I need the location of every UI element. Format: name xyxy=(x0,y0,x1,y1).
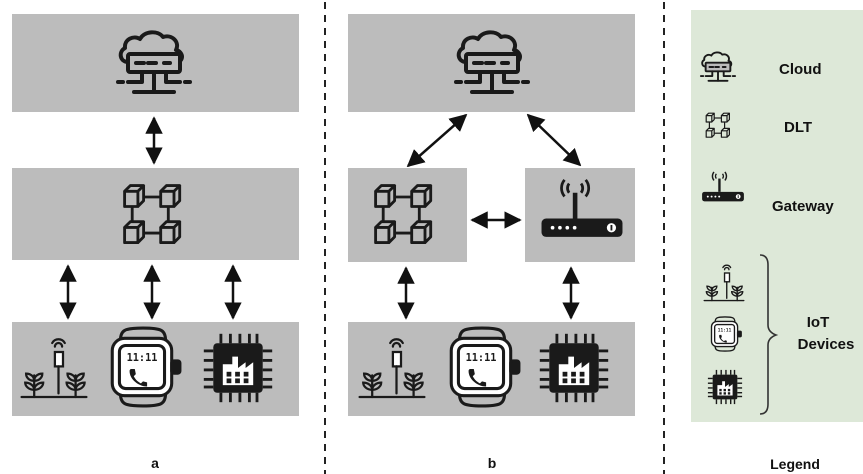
legend: Cloud DLT Gateway IoT Devices Legend xyxy=(691,10,863,472)
gateway-box xyxy=(525,168,635,262)
legend-caption: Legend xyxy=(770,456,820,472)
panel-a: a xyxy=(12,14,299,471)
dlt-layer-box xyxy=(12,168,299,260)
legend-label-devices: Devices xyxy=(798,336,855,353)
panel-b-caption: b xyxy=(488,455,497,471)
arrow-cloud-gateway xyxy=(526,113,582,167)
legend-label-iot: IoT xyxy=(807,314,830,331)
panel-b: b xyxy=(348,14,635,471)
panel-a-caption: a xyxy=(151,455,159,471)
legend-box xyxy=(691,10,863,422)
legend-label-cloud: Cloud xyxy=(779,61,822,78)
iot-brace xyxy=(759,254,779,415)
legend-label-dlt: DLT xyxy=(784,119,812,136)
legend-label-gateway: Gateway xyxy=(772,198,834,215)
dlt-box xyxy=(348,168,467,262)
arrow-cloud-dlt xyxy=(406,113,468,168)
